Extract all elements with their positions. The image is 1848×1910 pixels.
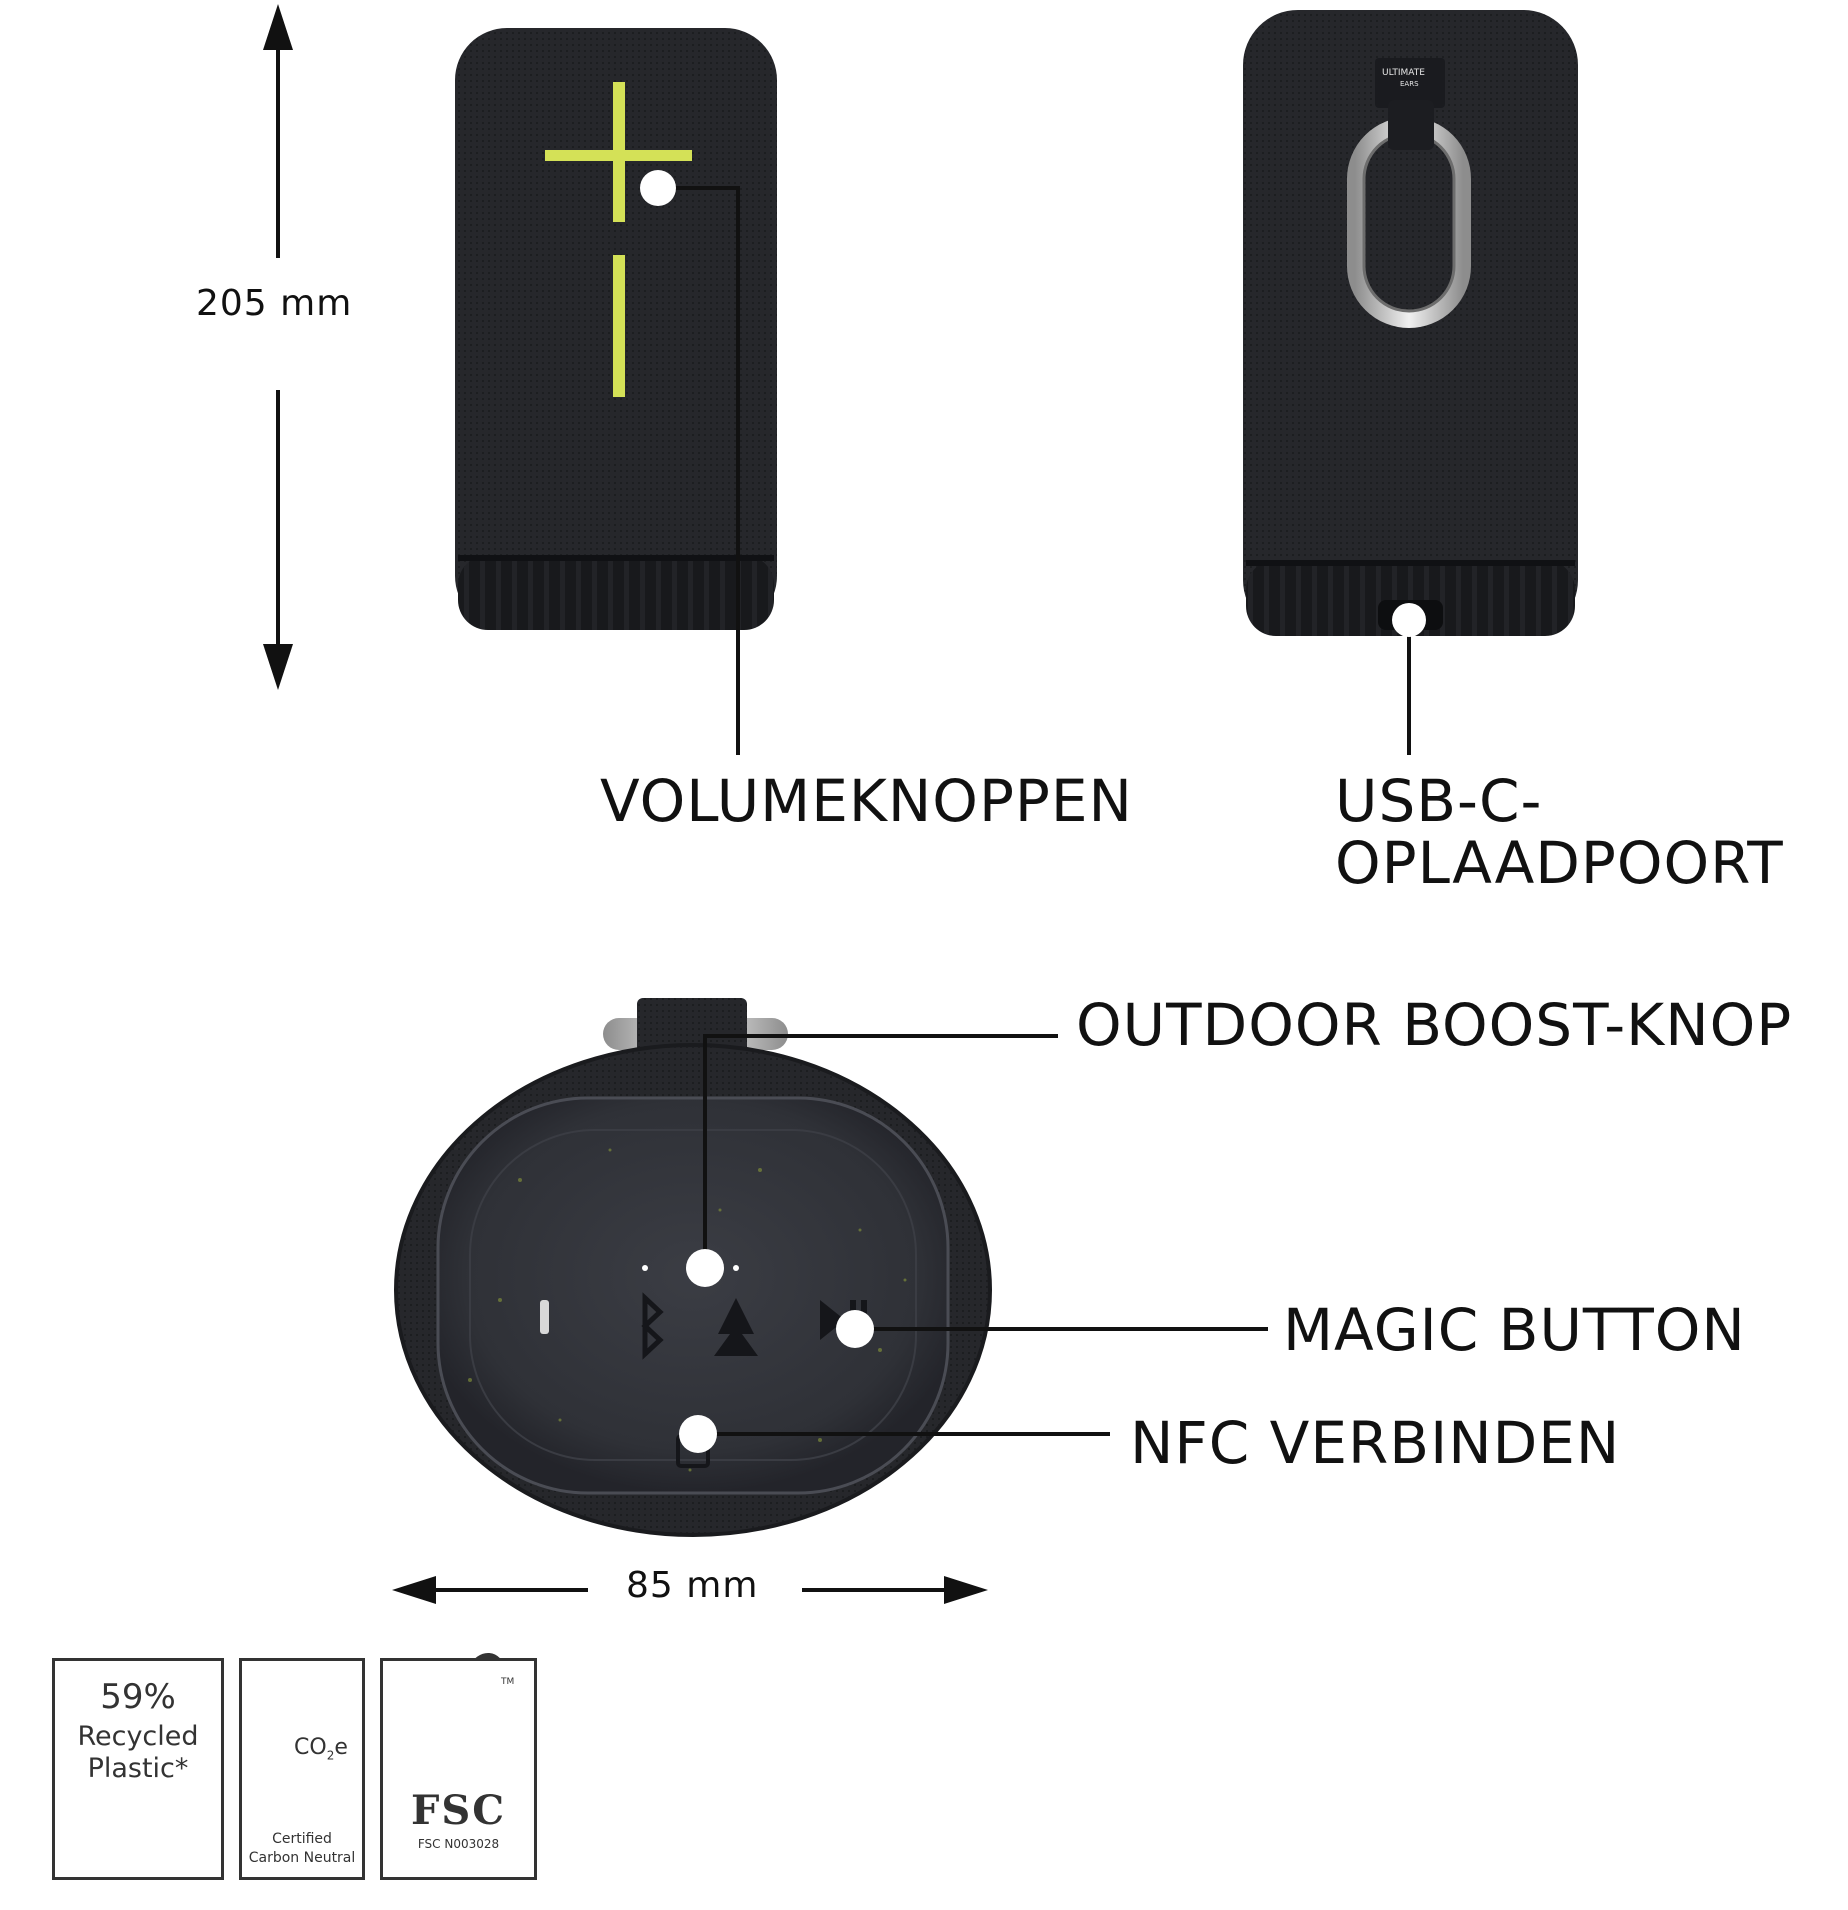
width-label: 85 mm — [626, 1565, 759, 1606]
volume-dot — [640, 170, 676, 206]
fsc-badge: TM FSC FSC N003028 — [380, 1658, 537, 1880]
plus-icon — [545, 82, 692, 222]
carabiner-hook — [1347, 100, 1471, 328]
carbon-neutral-badge: CO2e Certified Carbon Neutral — [239, 1658, 365, 1880]
volume-buttons-label: VOLUMEKNOPPEN — [600, 767, 1133, 835]
magic-dot — [836, 1310, 874, 1348]
usb-c-port-label-line1: USB-C- — [1335, 767, 1543, 835]
bluetooth-icon — [641, 1292, 664, 1360]
recycled-percent: 59% — [100, 1677, 176, 1717]
fsc-trademark: TM — [501, 1677, 515, 1687]
width-dimension-arrow — [392, 1576, 988, 1604]
indicator-dot-left — [642, 1265, 648, 1271]
usb-dot — [1392, 603, 1426, 637]
nfc-dot — [679, 1415, 717, 1453]
brand-tag — [1375, 58, 1445, 108]
speckles — [468, 1148, 907, 1472]
nfc-connect-label: NFC VERBINDEN — [1130, 1409, 1621, 1477]
minus-icon — [613, 255, 625, 397]
outdoor-boost-label: OUTDOOR BOOST-KNOP — [1076, 991, 1793, 1059]
carbon-co2: CO — [294, 1735, 327, 1760]
volume-callout-line — [658, 186, 740, 755]
outdoor-tree-icon — [714, 1298, 758, 1356]
outdoor-dot — [686, 1249, 724, 1287]
usb-c-port-label-line2: OPLAADPOORT — [1335, 829, 1784, 897]
callout-dots — [640, 170, 1426, 1453]
height-dimension-arrow — [263, 4, 293, 690]
speaker-back — [1243, 10, 1578, 636]
fsc-code-id: N003028 — [444, 1837, 500, 1851]
power-icon — [540, 1300, 549, 1334]
indicator-dot-right — [733, 1265, 739, 1271]
recycled-line1: Recycled — [77, 1721, 199, 1752]
callout-lines — [658, 186, 1411, 1436]
carbon-line1: Certified — [272, 1831, 332, 1847]
recycled-line2: Plastic* — [87, 1753, 189, 1784]
brand-tag-line2: EARS — [1400, 80, 1419, 88]
outdoor-callout-line — [703, 1034, 1058, 1268]
fsc-code-prefix: FSC — [417, 1837, 441, 1851]
speaker-top-view — [394, 998, 992, 1537]
recycled-plastic-badge: 59% Recycled Plastic* — [52, 1658, 224, 1880]
carbon-co2-e: e — [334, 1735, 348, 1760]
carbon-co2-sub: 2 — [326, 1748, 335, 1763]
carbon-line2: Carbon Neutral — [248, 1850, 356, 1866]
height-label: 205 mm — [196, 283, 353, 324]
brand-tag-line1: ULTIMATE — [1382, 68, 1425, 78]
speaker-front — [455, 28, 777, 630]
fsc-name: FSC — [410, 1787, 507, 1834]
magic-button-label: MAGIC BUTTON — [1283, 1296, 1746, 1364]
